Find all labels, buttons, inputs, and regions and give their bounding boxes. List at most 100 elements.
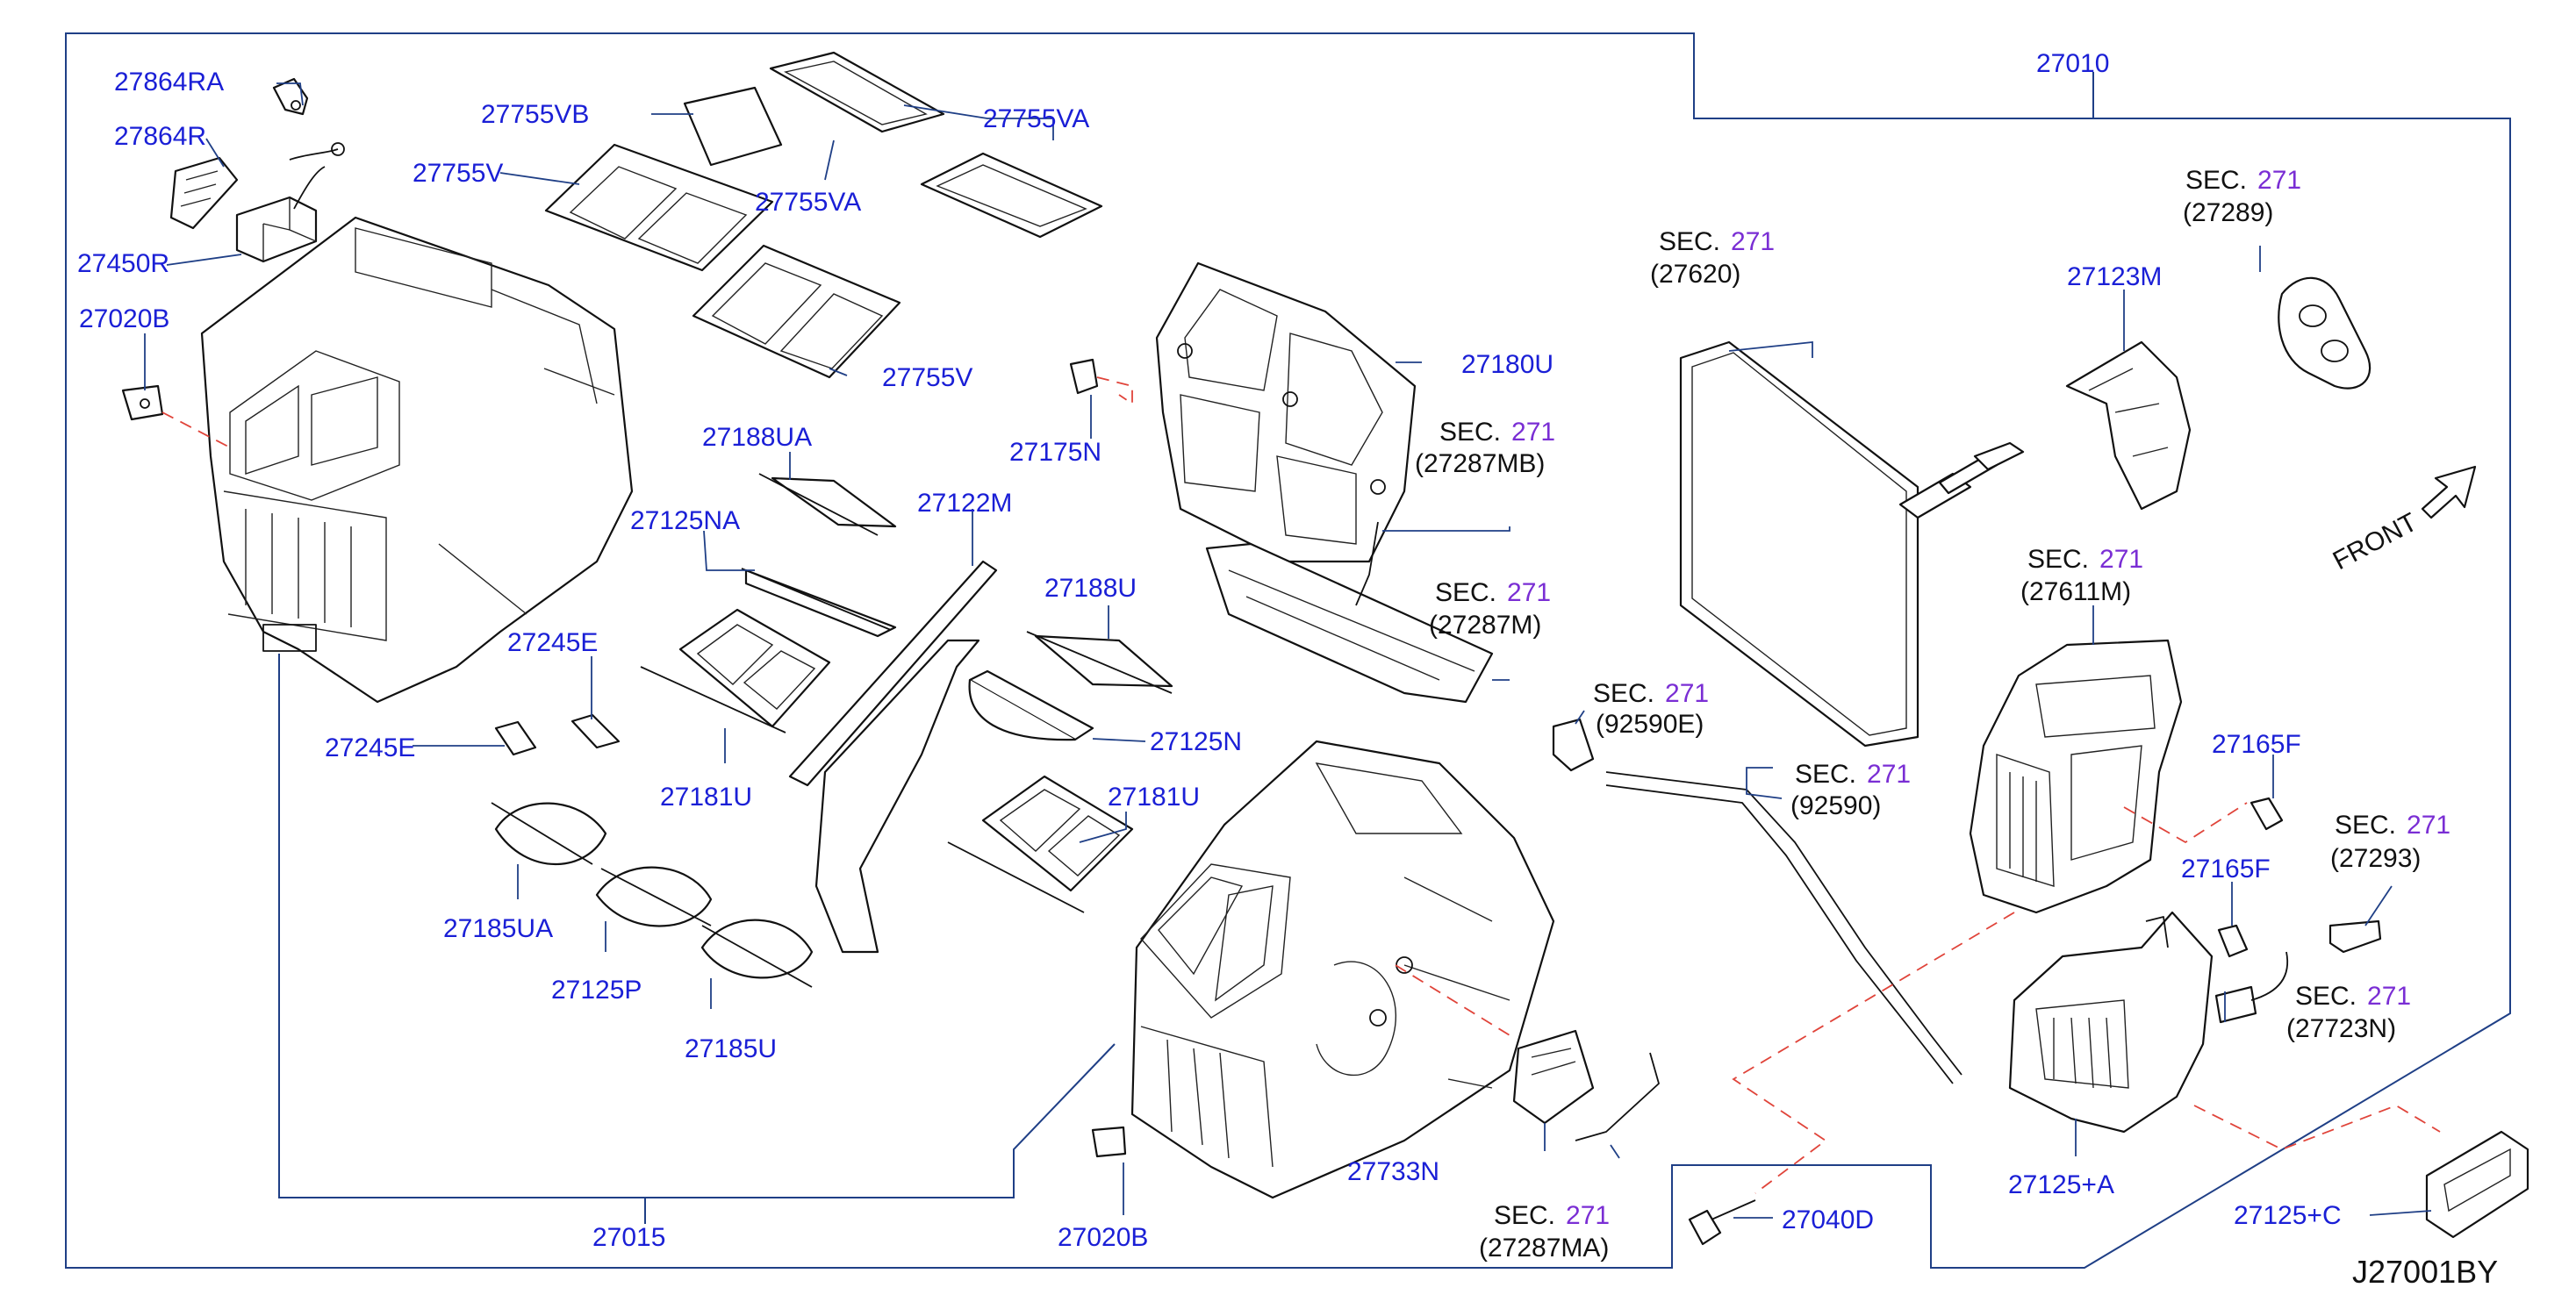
- cap-27175N: [1069, 358, 1099, 395]
- clip-27864RA: [272, 77, 309, 116]
- panel-27287M: [1205, 542, 1494, 704]
- label-27755V-bottom: 27755V: [882, 363, 972, 392]
- label-27188U: 27188U: [1044, 574, 1137, 603]
- door-27125N: [968, 669, 1094, 741]
- sec-prefix: SEC.: [1439, 418, 1501, 447]
- sec-number: 271: [2407, 811, 2450, 840]
- label-27040D: 27040D: [1782, 1205, 1874, 1234]
- sec-number: 271: [1731, 227, 1775, 256]
- screw-27165F-bottom: [2217, 924, 2249, 958]
- grommet-27289: [2278, 276, 2371, 390]
- labels: 27010 27015 27864RA 27864R 27450R 27020B…: [77, 49, 2498, 1290]
- label-27755V-top: 27755V: [413, 159, 503, 188]
- sec-ref-27611M: SEC. 271: [2027, 545, 2143, 574]
- sec-number: 271: [2099, 545, 2143, 574]
- label-27864R: 27864R: [114, 122, 206, 151]
- sec-code-27287MB: (27287MB): [1415, 449, 1545, 478]
- sec-ref-27289: SEC. 271: [2185, 166, 2301, 195]
- rod-27287MB: [1355, 521, 1379, 606]
- door-27181U-right: [947, 775, 1134, 913]
- rod-27287MA: [1575, 1052, 1660, 1141]
- sec-prefix: SEC.: [1659, 227, 1720, 256]
- label-27185UA: 27185UA: [443, 914, 553, 943]
- sec-prefix: SEC.: [2185, 166, 2247, 195]
- sensor-27723N: [2214, 951, 2289, 1024]
- sec-code-92590E: (92590E): [1596, 710, 1704, 739]
- flap-27125P: [595, 866, 713, 927]
- label-27015: 27015: [592, 1223, 665, 1252]
- sec-prefix: SEC.: [2295, 982, 2357, 1011]
- sec-number: 271: [1511, 418, 1555, 447]
- drain-hose-92590: [1605, 771, 1962, 1076]
- sec-prefix: SEC.: [2335, 811, 2396, 840]
- label-27020B-top: 27020B: [79, 304, 169, 333]
- leader-lines: [144, 82, 2432, 1219]
- label-27185U: 27185U: [685, 1034, 777, 1063]
- sec-ref-27287MB: SEC. 271: [1439, 418, 1555, 447]
- sec-code-27611M: (27611M): [2020, 577, 2131, 606]
- front-label: FRONT: [2328, 508, 2422, 576]
- actuator-27450R: [235, 166, 326, 263]
- label-27125P: 27125P: [551, 976, 642, 1005]
- sec-prefix: SEC.: [2027, 545, 2089, 574]
- filter-27755VB: [683, 86, 783, 167]
- heater-unit-bracket: [278, 654, 1116, 1198]
- guide-27733N: [1395, 964, 1510, 1036]
- sec-code-27620: (27620): [1650, 260, 1740, 289]
- sec-number: 271: [1566, 1201, 1610, 1230]
- clip-27245E-left: [494, 720, 537, 756]
- label-27122M: 27122M: [917, 489, 1012, 518]
- sec-code-27289: (27289): [2183, 198, 2273, 227]
- sec-ref-27620: SEC. 271: [1659, 227, 1775, 256]
- label-27755VA-right: 27755VA: [983, 104, 1089, 133]
- sec-ref-27293: SEC. 271: [2335, 811, 2450, 840]
- sec-ref-27723N: SEC. 271: [2295, 982, 2411, 1011]
- sec-prefix: SEC.: [1435, 578, 1496, 607]
- sec-code-27287M: (27287M): [1429, 611, 1541, 640]
- sec-code-92590: (92590): [1790, 791, 1881, 820]
- label-27123M: 27123M: [2067, 262, 2162, 291]
- label-27020B-bottom: 27020B: [1058, 1223, 1148, 1252]
- label-27245E-top: 27245E: [507, 628, 598, 657]
- label-27450R: 27450R: [77, 249, 169, 278]
- label-27181U-left: 27181U: [660, 783, 752, 812]
- guide-27020B-top: [161, 411, 231, 448]
- sec-number: 271: [1665, 679, 1709, 708]
- label-27165F-top: 27165F: [2212, 730, 2301, 759]
- label-27165F-bottom: 27165F: [2181, 855, 2271, 884]
- lower-case-27125A: [2008, 911, 2214, 1134]
- sensor-27864R: [169, 142, 345, 230]
- guide-27125C: [2193, 1105, 2441, 1150]
- heater-housing-27015: [1130, 740, 1555, 1199]
- drain-hose-92590-edge: [1605, 784, 1954, 1084]
- filter-frame-27755VA-right: [920, 152, 1103, 239]
- label-27125N: 27125N: [1150, 727, 1242, 756]
- drawing-number: J27001BY: [2352, 1254, 2498, 1290]
- sec-number: 271: [2367, 982, 2411, 1011]
- filter-frame-27755VA-mid: [769, 51, 945, 133]
- bracket-27123M: [2065, 340, 2192, 511]
- sec-ref-27287MA: SEC. 271: [1494, 1201, 1610, 1230]
- guide-27175N: [1096, 376, 1133, 405]
- link-27122M: [788, 560, 998, 954]
- label-27733N: 27733N: [1347, 1157, 1439, 1186]
- label-27245E-left: 27245E: [325, 733, 415, 762]
- label-27125A: 27125+A: [2008, 1170, 2114, 1199]
- door-27181U-left: [640, 608, 831, 733]
- sec-prefix: SEC.: [1494, 1201, 1555, 1230]
- case-27611M: [1969, 639, 2183, 914]
- label-27755VA-mid: 27755VA: [755, 188, 861, 217]
- door-assembly-27180U: [1155, 261, 1417, 563]
- label-27125C: 27125+C: [2234, 1201, 2342, 1230]
- sec-number: 271: [2257, 166, 2301, 195]
- sec-prefix: SEC.: [1593, 679, 1654, 708]
- sec-ref-92590: SEC.271: [1795, 760, 1911, 789]
- label-27188UA: 27188UA: [702, 423, 812, 452]
- label-27180U: 27180U: [1461, 350, 1553, 379]
- sec-prefix: SEC.: [1795, 760, 1856, 789]
- flap-27185U: [700, 919, 814, 988]
- front-arrow-icon: [2421, 465, 2477, 519]
- shaft-door-27188UA: [758, 473, 897, 536]
- clip-27245E-top: [570, 713, 621, 749]
